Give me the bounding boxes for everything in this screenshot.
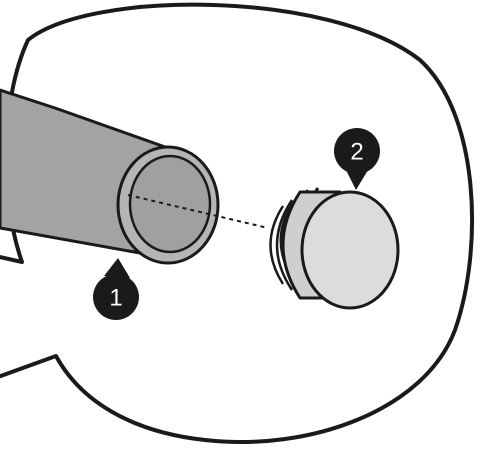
magnifier-bubble: [0, 2, 475, 445]
callout-2-badge: [334, 128, 380, 174]
callout-1-number: 1: [109, 285, 122, 312]
callout-1: 1: [93, 258, 139, 320]
end-cap-face: [300, 190, 400, 310]
callout-2-number: 2: [350, 139, 363, 166]
callout-2: 2: [334, 128, 380, 190]
callout-2-pointer: [346, 170, 368, 190]
end-cap-rib: [275, 199, 294, 291]
callout-1-pointer: [104, 258, 130, 278]
end-cap: [269, 187, 400, 310]
end-cap-rib: [269, 205, 285, 285]
callout-1-badge: [93, 274, 139, 320]
